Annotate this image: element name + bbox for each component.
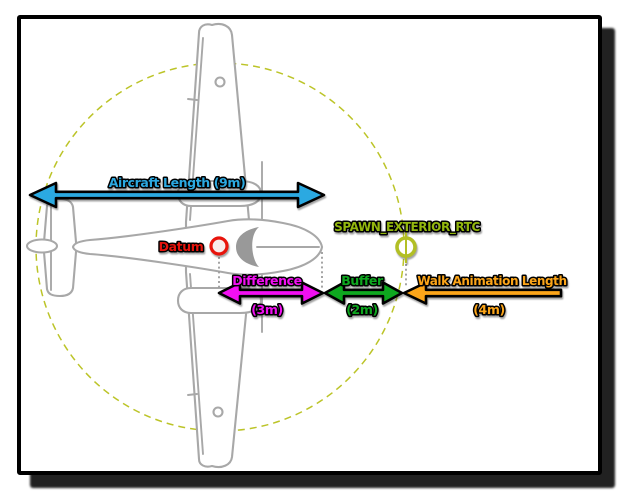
- aircraft-length-label: Aircraft Length (9m): [109, 175, 246, 190]
- walk-animation-label: Walk Animation Length: [417, 274, 566, 288]
- spawn-label: SPAWN_EXTERIOR_RTC: [334, 220, 480, 235]
- buffer-label: Buffer: [341, 273, 384, 288]
- vertical-stabilizer: [25, 238, 59, 254]
- aircraft-length-arrow: [28, 181, 326, 209]
- datum-marker: [209, 236, 229, 256]
- spawn-marker: [395, 232, 417, 263]
- aircraft-fuselage: [71, 218, 324, 276]
- difference-value: (3m): [251, 302, 283, 317]
- spawn-marker-ring: [395, 236, 417, 258]
- datum-label: Datum: [159, 239, 204, 254]
- wing-fuel-cap-top: [214, 76, 226, 88]
- walk-animation-value: (4m): [473, 302, 505, 317]
- difference-label: Difference: [232, 273, 301, 288]
- cockpit-canopy: [236, 227, 259, 267]
- difference-arrow: [217, 281, 325, 305]
- buffer-arrow: [323, 281, 404, 305]
- buffer-value: (2m): [346, 302, 378, 317]
- wing-fuel-cap-bottom: [212, 406, 224, 418]
- walk-animation-arrow: [402, 281, 563, 305]
